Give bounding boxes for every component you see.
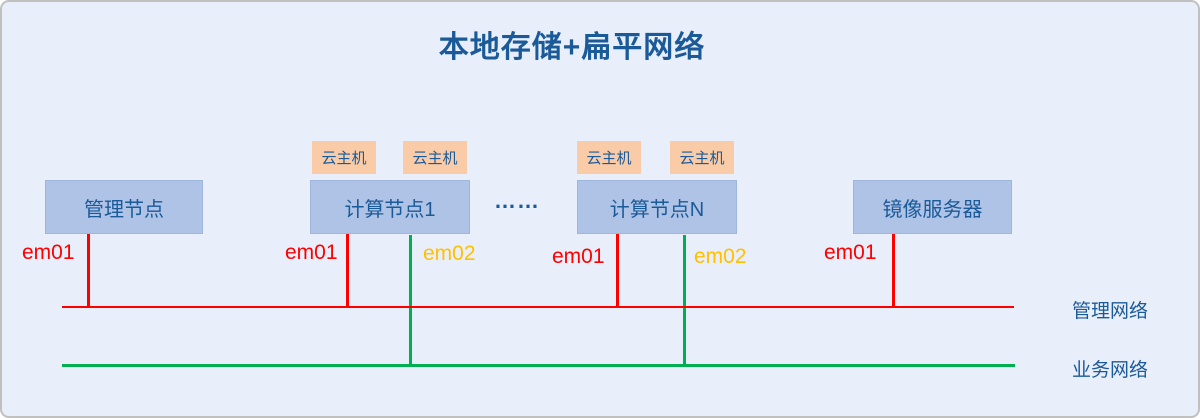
cloud-host-box: 云主机 bbox=[312, 141, 376, 174]
node-box-management: 管理节点 bbox=[45, 180, 203, 234]
business-link-line-compute-n bbox=[683, 235, 686, 366]
nic-label-em01-management: em01 bbox=[22, 241, 75, 264]
management-link-line-image-server bbox=[892, 234, 895, 307]
nic-label-em01-image-server: em01 bbox=[824, 241, 877, 264]
nic-label-em01-compute-1: em01 bbox=[285, 241, 338, 264]
business-link-line-compute-1 bbox=[409, 235, 412, 366]
nic-label-em02-compute-n: em02 bbox=[694, 245, 747, 268]
management-link-line-compute-1 bbox=[346, 234, 349, 307]
business-network-line bbox=[62, 364, 1015, 367]
cloud-host-box: 云主机 bbox=[403, 141, 467, 174]
management-link-line-management-node bbox=[87, 234, 90, 307]
management-network-line bbox=[62, 306, 1014, 308]
management-network-label: 管理网络 bbox=[1072, 301, 1149, 322]
diagram-title: 本地存储+扁平网络 bbox=[438, 31, 706, 64]
node-box-compute-n: 计算节点N bbox=[577, 180, 737, 234]
ellipsis-more-nodes: …… bbox=[494, 188, 540, 213]
management-link-line-compute-n bbox=[616, 234, 619, 307]
node-box-compute-1: 计算节点1 bbox=[310, 180, 470, 234]
cloud-host-box: 云主机 bbox=[670, 141, 734, 174]
cloud-host-box: 云主机 bbox=[577, 141, 641, 174]
nic-label-em01-compute-n: em01 bbox=[552, 245, 605, 268]
business-network-label: 业务网络 bbox=[1072, 360, 1149, 381]
nic-label-em02-compute-1: em02 bbox=[423, 242, 476, 265]
node-box-image-server: 镜像服务器 bbox=[853, 180, 1012, 234]
